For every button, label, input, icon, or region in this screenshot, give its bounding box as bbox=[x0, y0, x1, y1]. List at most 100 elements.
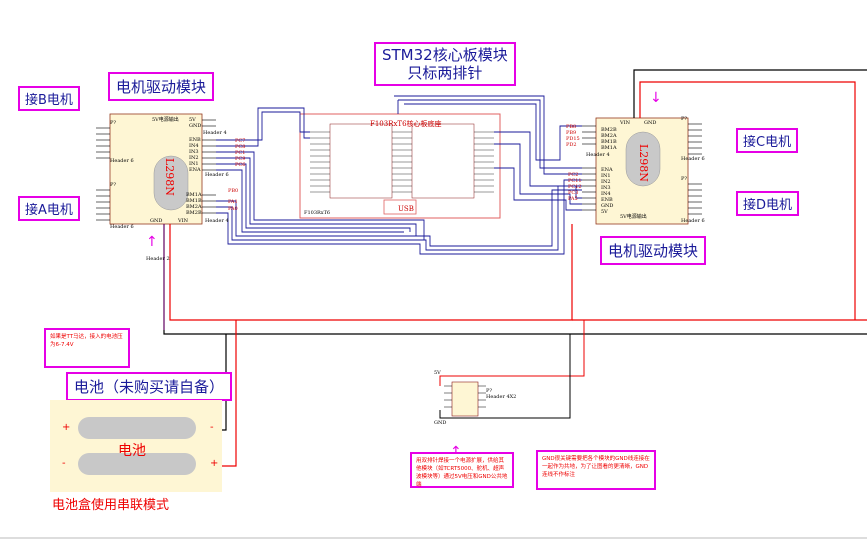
left-gnd-pin: GND bbox=[189, 123, 201, 129]
motor-c-label: 接C电机 bbox=[736, 128, 799, 153]
right-bm2b-pin: BM2B bbox=[601, 127, 617, 133]
right-header6: Header 6 bbox=[681, 156, 705, 162]
left-in1-pin: IN1 bbox=[189, 161, 199, 167]
right-bm1b-pin: BM1B bbox=[601, 139, 617, 145]
left-in4-pin: IN4 bbox=[189, 143, 199, 149]
right-5v-pin: 5V bbox=[601, 209, 608, 215]
usb-label: USB bbox=[398, 205, 414, 213]
net-pb0: PB0 bbox=[228, 188, 238, 194]
left-header4: Header 4 bbox=[203, 130, 227, 136]
left-bm2a-pin: BM2A bbox=[186, 204, 202, 210]
battery-text: 电池 bbox=[118, 443, 146, 459]
left-p-label-1: P? bbox=[110, 120, 116, 126]
net-pd2: PD2 bbox=[566, 142, 577, 148]
left-header6b: Header 6 bbox=[110, 224, 134, 230]
hdr-gnd-label: GND bbox=[434, 420, 446, 426]
hdr-p-label: P? bbox=[486, 388, 492, 394]
net-pa1: PA1 bbox=[228, 199, 238, 205]
left-vin-arrow-icon: ↑ bbox=[146, 234, 158, 250]
right-gnd-label: GND bbox=[644, 120, 656, 126]
left-supply-label: 5V电源输出 bbox=[152, 116, 179, 123]
right-in4-pin: IN4 bbox=[601, 191, 611, 197]
voltage-note: 如果是TT马达，接入的电池压为6-7.4V bbox=[44, 328, 130, 368]
right-in3-pin: IN3 bbox=[601, 185, 611, 191]
right-vin-arrow-icon: ↓ bbox=[650, 90, 662, 106]
gnd-note: GND很关键需要把各个模块的GND线连接在一起作为共地，为了让图看的更清晰，GN… bbox=[536, 450, 656, 490]
left-motor-driver-label: 电机驱动模块 bbox=[108, 72, 215, 101]
net-pc12: PC12 bbox=[568, 184, 582, 190]
battery-box-note: 电池盒使用串联模式 bbox=[52, 498, 170, 513]
power-wires bbox=[163, 69, 867, 467]
left-bm2b-pin: BM2B bbox=[186, 210, 202, 216]
header-4x2-block bbox=[444, 381, 486, 417]
net-pb9: PB9 bbox=[566, 130, 576, 136]
net-pb8: PB8 bbox=[566, 124, 576, 130]
net-pc7: PC7 bbox=[235, 138, 245, 144]
left-header2: Header 2 bbox=[146, 256, 170, 262]
battery-minus-top: - bbox=[210, 422, 214, 433]
battery-plus-bottom: + bbox=[210, 458, 219, 469]
net-pc6: PC6 bbox=[235, 162, 245, 168]
right-header6b: Header 6 bbox=[681, 218, 705, 224]
left-driver-module bbox=[96, 113, 216, 225]
signal-wires bbox=[216, 95, 582, 255]
right-bm1a-pin: BM1A bbox=[601, 145, 617, 151]
hdr-5v-label: 5V bbox=[434, 370, 441, 376]
left-bm1b-pin: BM1B bbox=[186, 198, 202, 204]
right-ena-pin: ENA bbox=[601, 167, 613, 173]
left-p-label-2: P? bbox=[110, 182, 116, 188]
stm32-part-label: F103RxT6 bbox=[304, 210, 330, 216]
battery-title: 电池（未购买请自备） bbox=[66, 372, 233, 401]
right-p-label-2: P? bbox=[681, 176, 687, 182]
right-motor-driver-label: 电机驱动模块 bbox=[600, 236, 707, 265]
stm32-title: STM32核心板模块 只标两排针 bbox=[374, 42, 516, 86]
motor-b-label: 接B电机 bbox=[18, 86, 80, 111]
battery-minus-bottom: - bbox=[62, 458, 66, 469]
motor-d-label: 接D电机 bbox=[736, 191, 800, 216]
right-enb-pin: ENB bbox=[601, 197, 613, 203]
right-gnd-pin: GND bbox=[601, 203, 613, 209]
left-bm1a-pin: BM1A bbox=[186, 192, 202, 198]
stm32-title-line1: STM32核心板模块 bbox=[382, 46, 508, 64]
stm32-board-title: F103RxT6核心板底座 bbox=[370, 119, 442, 128]
right-in2-pin: IN2 bbox=[601, 179, 611, 185]
net-pc1: PC1 bbox=[235, 150, 245, 156]
left-header6c: Header 6 bbox=[205, 172, 229, 178]
battery-plus-top: + bbox=[62, 422, 71, 433]
motor-a-label: 接A电机 bbox=[18, 196, 80, 221]
left-in3-pin: IN3 bbox=[189, 149, 199, 155]
net-pc11: PC11 bbox=[568, 178, 582, 184]
left-header4b: Header 4 bbox=[205, 218, 229, 224]
hdr-4x2-label: Header 4X2 bbox=[486, 394, 516, 400]
net-pa5: PA5 bbox=[568, 196, 578, 202]
net-pc3: PC3 bbox=[568, 190, 578, 196]
net-pc2: PC2 bbox=[568, 172, 578, 178]
battery-cell-bottom bbox=[78, 453, 196, 475]
net-pa0: PA0 bbox=[228, 206, 238, 212]
net-pc9: PC9 bbox=[235, 156, 245, 162]
left-header6: Header 6 bbox=[110, 158, 134, 164]
right-driver-module bbox=[582, 117, 702, 225]
right-supply-label: 5V电源输出 bbox=[620, 213, 647, 220]
right-in1-pin: IN1 bbox=[601, 173, 611, 179]
left-ena-pin: ENA bbox=[189, 167, 201, 173]
left-gnd-label: GND bbox=[150, 218, 162, 224]
left-l298n-label: L298N bbox=[163, 158, 176, 196]
right-bm2a-pin: BM2A bbox=[601, 133, 617, 139]
left-5v-pin: 5V bbox=[189, 117, 196, 123]
battery-cell-top bbox=[78, 417, 196, 439]
right-l298n-label: L298N bbox=[637, 144, 650, 182]
net-pc8: PC8 bbox=[235, 144, 245, 150]
left-in2-pin: IN2 bbox=[189, 155, 199, 161]
left-enb-pin: ENB bbox=[189, 137, 201, 143]
header-power-note: 用双排针焊接一个电源扩展，供给其他模块（如TCRT5000、舵机、超声波模块等）… bbox=[410, 452, 514, 488]
left-vin-label: VIN bbox=[177, 218, 189, 224]
right-p-label-1: P? bbox=[681, 116, 687, 122]
right-vin-label: VIN bbox=[619, 120, 631, 126]
stm32-core-board bbox=[299, 113, 501, 219]
net-pd15: PD15 bbox=[566, 136, 580, 142]
battery-box: 电池 + - - + bbox=[50, 400, 222, 492]
stm32-title-line2: 只标两排针 bbox=[407, 64, 483, 82]
right-header4: Header 4 bbox=[586, 152, 610, 158]
